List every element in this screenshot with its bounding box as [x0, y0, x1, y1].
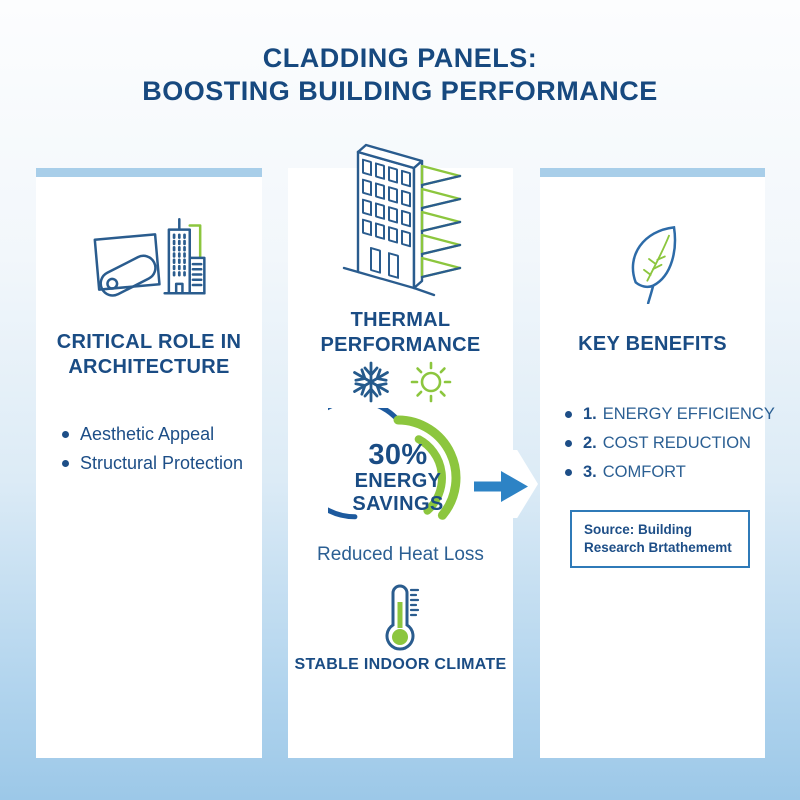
benefit-number: 3.: [583, 463, 597, 481]
stable-climate-label: STABLE INDOOR CLIMATE: [294, 656, 507, 673]
source-line2: Research Brtathememt: [584, 540, 732, 555]
left-panel-heading-line2: ARCHITECTURE: [68, 356, 230, 378]
right-panel-heading-text: KEY BENEFITS: [578, 333, 727, 355]
gauge-caption: Reduced Heat Loss: [317, 544, 484, 565]
benefit-number: 1.: [583, 405, 597, 423]
bullet-dot: [62, 460, 69, 467]
panel-critical-role: CRITICAL ROLE IN ARCHITECTURE Aesthetic …: [36, 168, 262, 758]
panel-thermal-performance: THERMAL PERFORMANCE: [288, 143, 513, 758]
middle-panel-heading-line1: THERMAL: [350, 309, 451, 331]
bullet-label: Aesthetic Appeal: [80, 424, 215, 444]
page-title: CLADDING PANELS: BOOSTING BUILDING PERFO…: [0, 42, 800, 108]
bullet-dot: [565, 469, 572, 476]
benefit-number: 2.: [583, 434, 597, 452]
benefit-label: ENERGY EFFICIENCY: [602, 405, 775, 423]
gauge-text: 30% ENERGY SAVINGS: [328, 408, 468, 548]
left-panel-heading: CRITICAL ROLE IN ARCHITECTURE: [36, 330, 262, 380]
source-box: Source: Building Research Brtathememt: [570, 510, 750, 568]
bullet-dot: [565, 411, 572, 418]
left-panel-bullets: Aesthetic Appeal Structural Protection: [62, 420, 243, 478]
panel-top-bar: [36, 168, 262, 177]
benefit-label: COMFORT: [602, 463, 686, 481]
list-item: 3. COMFORT: [565, 458, 775, 487]
benefits-list: 1. ENERGY EFFICIENCY 2. COST REDUCTION 3…: [565, 400, 775, 487]
leaf-icon: [614, 224, 694, 304]
gauge-label-line1: ENERGY: [354, 470, 442, 492]
list-item: Structural Protection: [62, 449, 243, 478]
climate-icons-row: [288, 360, 513, 404]
middle-panel-heading: THERMAL PERFORMANCE: [288, 308, 513, 358]
page-title-line2: BOOSTING BUILDING PERFORMANCE: [142, 76, 658, 106]
clad-building-icon: [336, 138, 466, 318]
list-item: Aesthetic Appeal: [62, 420, 243, 449]
cladding-roll-buildings-icon: [88, 214, 208, 310]
list-item: 2. COST REDUCTION: [565, 429, 775, 458]
source-line1: Source: Building: [584, 522, 692, 537]
benefit-label: COST REDUCTION: [602, 434, 751, 452]
right-panel-heading: KEY BENEFITS: [540, 332, 765, 357]
panel-top-bar: [540, 168, 765, 177]
gauge-label-line2: SAVINGS: [352, 493, 444, 515]
bullet-label: Structural Protection: [80, 453, 244, 473]
panel-key-benefits: KEY BENEFITS 1. ENERGY EFFICIENCY 2. COS…: [540, 168, 775, 758]
thermometer-icon: [378, 582, 424, 654]
list-item: 1. ENERGY EFFICIENCY: [565, 400, 775, 429]
left-panel-heading-line1: CRITICAL ROLE IN: [56, 331, 242, 353]
bullet-dot: [565, 440, 572, 447]
bullet-dot: [62, 431, 69, 438]
middle-panel-heading-line2: PERFORMANCE: [320, 334, 481, 356]
sun-icon: [409, 360, 453, 404]
page-title-line1: CLADDING PANELS:: [262, 43, 538, 73]
energy-savings-gauge: 30% ENERGY SAVINGS: [328, 408, 468, 548]
gauge-value: 30%: [368, 439, 428, 471]
snowflake-icon: [349, 360, 393, 404]
